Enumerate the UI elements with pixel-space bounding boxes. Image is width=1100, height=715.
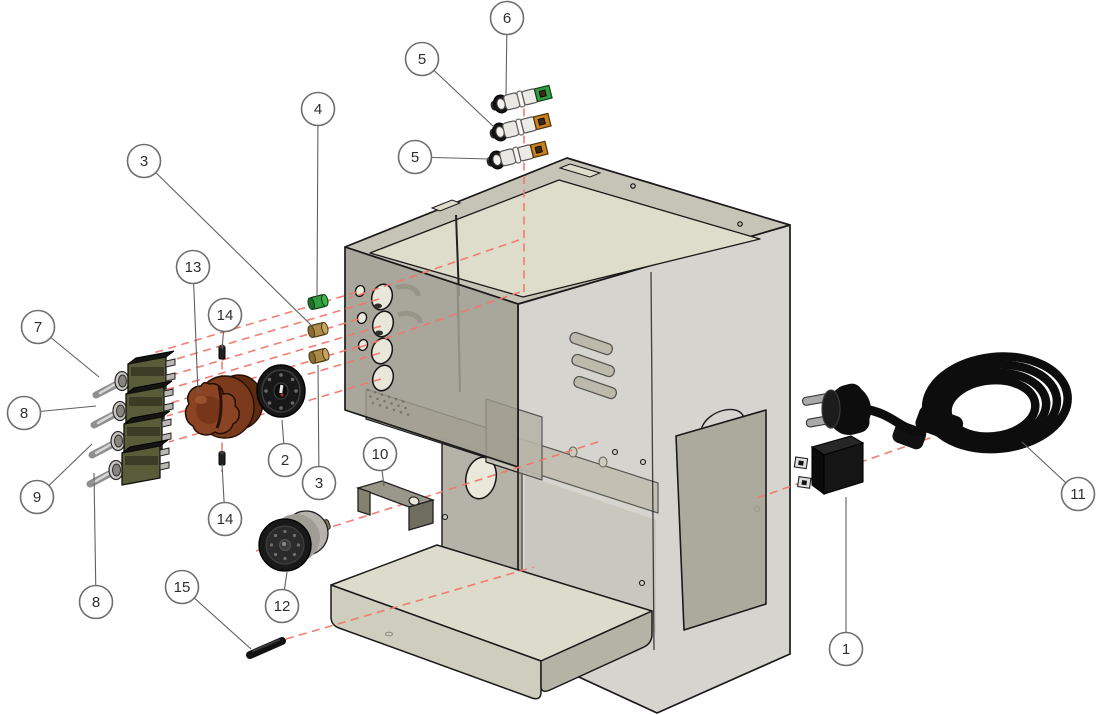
callout-1: 1 xyxy=(828,497,864,667)
indicator-lamp-green xyxy=(488,84,553,116)
set-screw xyxy=(218,344,226,360)
callout-12: 12 xyxy=(264,571,300,624)
callout-8b: 8 xyxy=(78,472,114,620)
svg-text:4: 4 xyxy=(314,101,322,118)
svg-text:7: 7 xyxy=(34,319,42,336)
callout-10: 10 xyxy=(362,436,398,487)
callout-11: 11 xyxy=(1021,441,1096,512)
power-cord xyxy=(801,352,1072,454)
pin xyxy=(246,637,286,659)
green-bushing xyxy=(307,293,329,311)
callouts: 1 2 3 3 4 5 5 6 xyxy=(6,0,1096,667)
parts xyxy=(90,84,1072,659)
svg-text:5: 5 xyxy=(418,51,426,68)
svg-text:10: 10 xyxy=(372,446,389,463)
svg-text:12: 12 xyxy=(274,598,291,615)
pressure-gauge xyxy=(258,510,331,572)
callout-14b: 14 xyxy=(207,463,243,537)
callout-9: 9 xyxy=(19,443,93,515)
front-control-panel xyxy=(344,246,519,468)
svg-text:13: 13 xyxy=(185,259,202,276)
callout-6: 6 xyxy=(489,0,525,96)
svg-text:15: 15 xyxy=(174,579,191,596)
callout-2: 2 xyxy=(267,419,303,478)
svg-text:9: 9 xyxy=(33,489,41,506)
callout-5: 5 xyxy=(404,41,495,128)
svg-text:5: 5 xyxy=(411,149,419,166)
control-knob xyxy=(184,374,264,439)
dial-faceplate xyxy=(256,364,306,418)
mounting-bracket xyxy=(355,480,436,531)
schuko-plug xyxy=(801,383,871,435)
brass-bushing xyxy=(307,321,329,339)
callout-3: 3 xyxy=(126,143,314,328)
base-tray xyxy=(330,544,653,700)
svg-text:1: 1 xyxy=(842,641,850,658)
callout-13: 13 xyxy=(175,249,211,394)
vent-perforation xyxy=(366,388,410,416)
svg-text:14: 14 xyxy=(217,307,234,324)
brass-bushing xyxy=(308,347,330,365)
svg-text:11: 11 xyxy=(1070,486,1086,503)
callout-8: 8 xyxy=(6,395,97,431)
callout-15: 15 xyxy=(164,569,252,650)
callout-7: 7 xyxy=(20,309,100,378)
svg-text:6: 6 xyxy=(503,10,511,27)
callout-14: 14 xyxy=(207,297,243,350)
side-access-panel xyxy=(675,408,767,631)
svg-text:3: 3 xyxy=(140,153,148,170)
switch-holes xyxy=(370,283,395,392)
set-screw xyxy=(218,450,226,466)
svg-text:8: 8 xyxy=(92,594,100,611)
svg-text:14: 14 xyxy=(217,511,234,528)
callout-5b: 5 xyxy=(397,139,490,175)
svg-text:8: 8 xyxy=(20,405,28,422)
machine-chassis xyxy=(330,157,791,714)
indicator-lamp-amber xyxy=(487,112,552,144)
power-inlet-socket xyxy=(793,435,865,496)
callout-3b: 3 xyxy=(301,364,337,501)
svg-text:3: 3 xyxy=(315,475,323,492)
indicator-lamp-amber xyxy=(484,140,549,172)
svg-text:2: 2 xyxy=(281,452,289,469)
callout-4: 4 xyxy=(300,91,336,300)
